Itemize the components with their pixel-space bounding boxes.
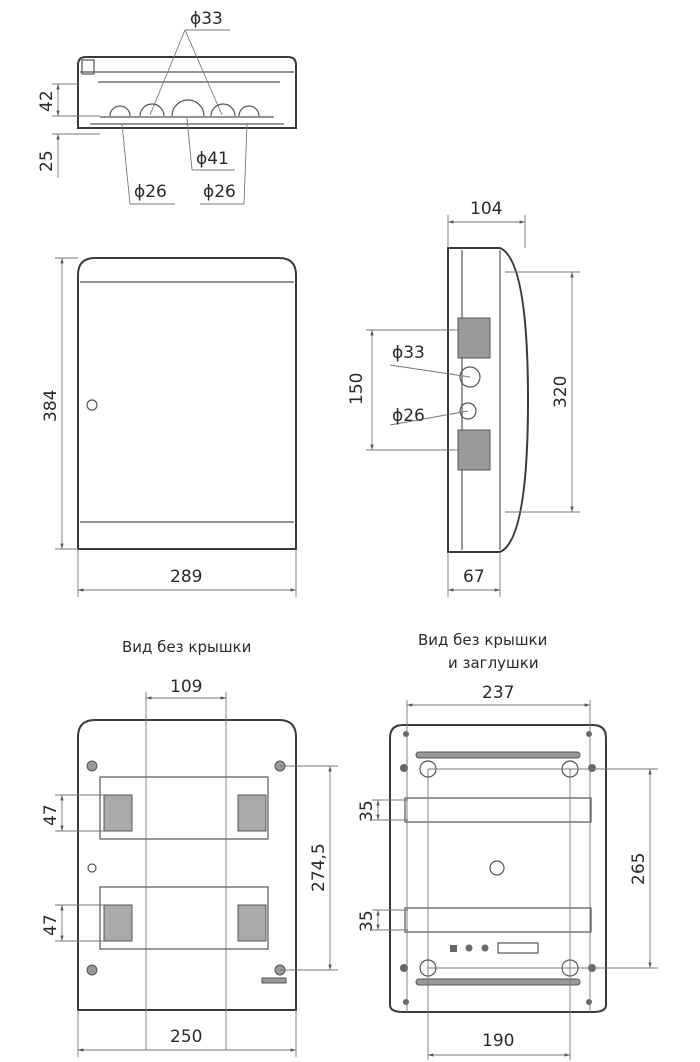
top-d26-left-label: ϕ26 [134, 182, 167, 202]
top-d26-right-label: ϕ26 [203, 182, 236, 202]
side-d26-label: ϕ26 [392, 406, 425, 426]
dim-237: 237 [482, 683, 514, 703]
front-view: 384 289 [41, 257, 297, 597]
view-without-cover: Вид без крышки 109 47 47 274,5 250 [41, 638, 338, 1057]
side-view: 104 ϕ33 ϕ26 150 320 67 [347, 199, 580, 597]
dim-190: 190 [482, 1031, 514, 1051]
dim-47-bottom: 47 [41, 914, 61, 936]
top-dim-25: 25 [37, 150, 57, 172]
side-dim-67: 67 [463, 567, 485, 587]
side-dim-150: 150 [347, 373, 367, 405]
top-d41-label: ϕ41 [196, 149, 229, 169]
dim-109: 109 [170, 677, 202, 697]
dim-274-5: 274,5 [309, 843, 329, 892]
top-dim-42: 42 [37, 90, 57, 112]
top-view: ϕ33 ϕ41 ϕ26 ϕ26 42 25 [37, 9, 297, 205]
front-width-dim: 289 [170, 567, 202, 587]
dim-265: 265 [629, 853, 649, 885]
dim-35-top: 35 [357, 800, 377, 822]
door-lock-icon [86, 399, 98, 411]
side-depth-dim: 104 [470, 199, 502, 219]
side-dim-320: 320 [551, 376, 571, 408]
top-d33-label: ϕ33 [190, 9, 223, 29]
view-title-line1: Вид без крышки [418, 631, 547, 649]
view-title: Вид без крышки [122, 638, 251, 656]
view-title-line2: и заглушки [448, 654, 539, 672]
cable-entry-holes [109, 99, 260, 117]
dim-250: 250 [170, 1027, 202, 1047]
dim-47-top: 47 [41, 804, 61, 826]
front-height-dim: 384 [41, 390, 61, 422]
dim-35-bottom: 35 [357, 910, 377, 932]
side-d33-label: ϕ33 [392, 343, 425, 363]
view-without-cover-and-plug: Вид без крышки и заглушки 237 35 35 [357, 631, 658, 1060]
